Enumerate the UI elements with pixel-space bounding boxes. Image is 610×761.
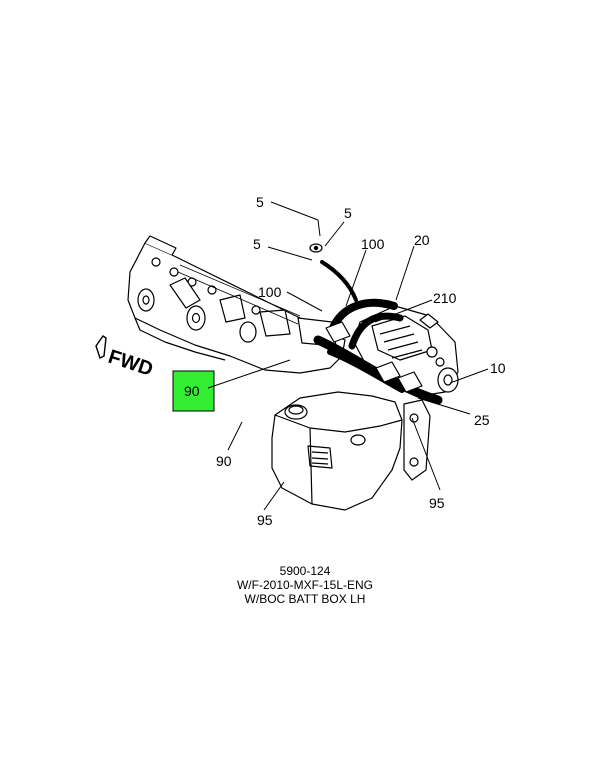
callout-95-bottom: 95 bbox=[257, 512, 273, 528]
callout-100-top: 100 bbox=[361, 236, 385, 252]
caption-line-1: 5900-124 bbox=[279, 564, 331, 578]
callout-5-right: 5 bbox=[344, 205, 352, 221]
highlight-box-90 bbox=[172, 370, 215, 412]
caption-line-2: W/F-2010-MXF-15L-ENG bbox=[236, 578, 374, 592]
fwd-arrow-icon: FWD bbox=[95, 335, 156, 381]
diagram-caption: 5900-124 W/F-2010-MXF-15L-ENG W/BOC BATT… bbox=[0, 564, 610, 606]
callout-5-left: 5 bbox=[253, 236, 261, 252]
engine-frame-drawing bbox=[127, 235, 346, 374]
callout-5-top: 5 bbox=[256, 194, 264, 210]
callout-210: 210 bbox=[433, 290, 457, 306]
caption-line-3: W/BOC BATT BOX LH bbox=[244, 592, 366, 606]
callout-95-right: 95 bbox=[429, 495, 445, 511]
callout-90: 90 bbox=[216, 453, 232, 469]
callout-90-highlighted: 90 bbox=[184, 383, 200, 399]
leader-lines bbox=[207, 201, 489, 511]
callout-25: 25 bbox=[474, 412, 490, 428]
terminal-lug-drawing bbox=[309, 243, 323, 253]
cable-harness-drawing bbox=[313, 260, 443, 405]
callout-100-left: 100 bbox=[258, 284, 282, 300]
callout-10: 10 bbox=[490, 360, 506, 376]
callout-labels: 5 5 5 100 20 100 210 10 90 25 90 95 95 bbox=[184, 194, 506, 528]
battery-box-drawing bbox=[271, 391, 431, 511]
callout-20: 20 bbox=[414, 232, 430, 248]
fwd-label: FWD bbox=[105, 346, 155, 381]
